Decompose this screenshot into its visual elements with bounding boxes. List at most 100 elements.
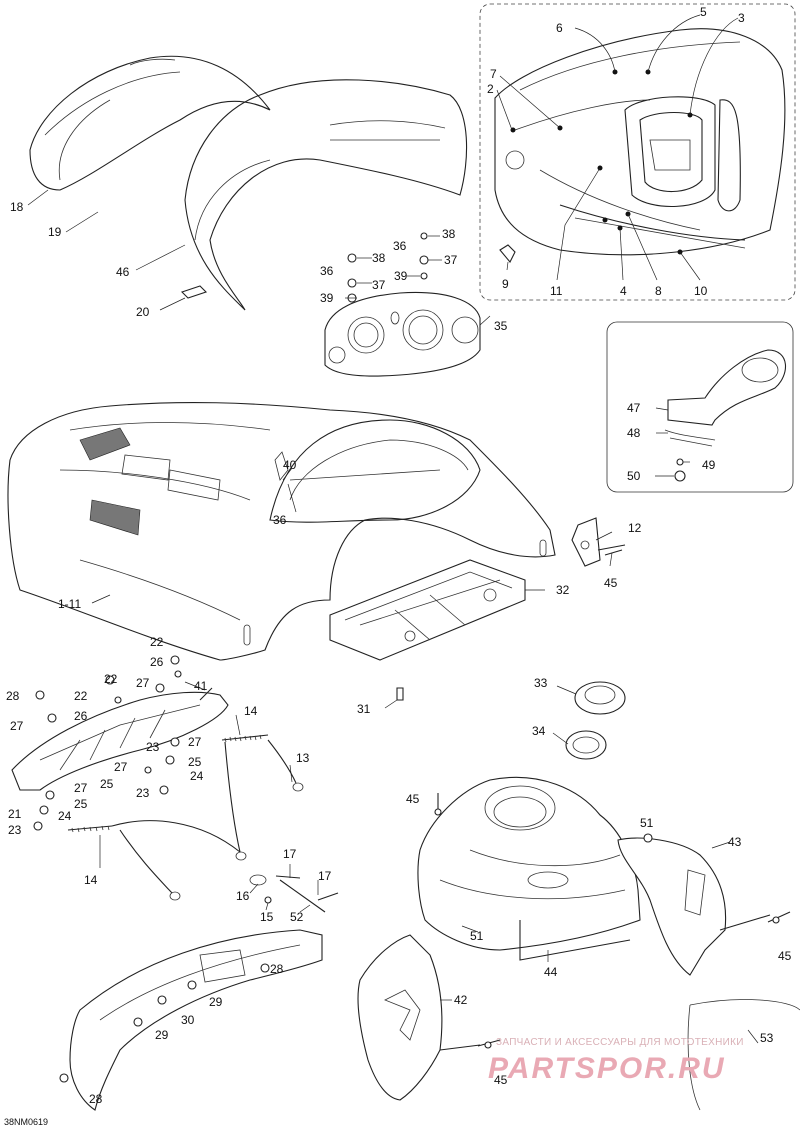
- cable-14-lower: [67, 820, 241, 901]
- callout-34: 34: [532, 724, 546, 738]
- seal-34: [565, 730, 607, 760]
- callout-15: 15: [260, 910, 274, 924]
- tray-32: [329, 559, 545, 661]
- callout-4: 4: [620, 284, 627, 298]
- callout-29-upper: 29: [209, 995, 223, 1009]
- callout-23-low: 23: [8, 823, 22, 837]
- callout-45-lower: 45: [494, 1073, 508, 1087]
- callout-5: 5: [700, 5, 707, 19]
- gauge-panel-35: [324, 291, 481, 377]
- callout-30: 30: [181, 1013, 195, 1027]
- callout-50: 50: [627, 469, 641, 483]
- callout-32: 32: [556, 583, 570, 597]
- callout-27-left: 27: [10, 719, 24, 733]
- callout-45-right: 45: [778, 949, 792, 963]
- callout-19: 19: [48, 225, 62, 239]
- cable-14-upper: [221, 734, 269, 861]
- callout-42: 42: [454, 993, 468, 1007]
- callout-1-11: 1-11: [58, 597, 82, 611]
- callout-2: 2: [487, 82, 494, 96]
- front-bracket-assembly: [11, 655, 229, 831]
- callout-7: 7: [490, 67, 497, 81]
- bracket-12: [571, 517, 626, 567]
- detail-inset-frame: [479, 3, 796, 301]
- callout-11: 11: [550, 284, 563, 298]
- callout-37-right: 37: [444, 253, 458, 267]
- callout-27-mid: 27: [114, 760, 128, 774]
- callout-27-low: 27: [74, 781, 88, 795]
- callout-36-right: 36: [393, 239, 407, 253]
- side-panel-43: [617, 833, 771, 976]
- callout-12: 12: [628, 521, 642, 535]
- callout-52: 52: [290, 910, 304, 924]
- callout-51-left: 51: [470, 929, 484, 943]
- watermark-logo: PARTSPOR.RU: [488, 1052, 726, 1085]
- leader-lines: [27, 189, 759, 1044]
- callout-33: 33: [534, 676, 548, 690]
- callout-27-right: 27: [188, 735, 202, 749]
- callout-44: 44: [544, 965, 558, 979]
- cable-13: [267, 739, 304, 792]
- callout-22-left: 22: [74, 689, 88, 703]
- diagram-code: 38NM0619: [4, 1117, 49, 1127]
- panel-46: [184, 79, 468, 311]
- callout-6: 6: [556, 21, 563, 35]
- callout-45-console: 45: [406, 792, 420, 806]
- callout-51-right: 51: [640, 816, 654, 830]
- callout-23-mid: 23: [146, 740, 160, 754]
- windshield-parts-18-19: [29, 55, 271, 191]
- callout-28-left: 28: [6, 689, 20, 703]
- callout-13: 13: [296, 751, 310, 765]
- bracket-53: [687, 999, 800, 1111]
- callout-46: 46: [116, 265, 130, 279]
- callout-3: 3: [738, 11, 745, 25]
- callout-31: 31: [357, 702, 371, 716]
- console-44: [417, 776, 641, 961]
- callout-18: 18: [10, 200, 24, 214]
- callout-25-mid: 25: [100, 777, 114, 791]
- callout-39-right: 39: [394, 269, 408, 283]
- callout-20: 20: [136, 305, 150, 319]
- callout-17-left: 17: [283, 847, 297, 861]
- callout-53: 53: [760, 1031, 774, 1045]
- detail-leader-lines: [496, 14, 739, 281]
- callout-22-top: 22: [150, 635, 164, 649]
- side-panel-42: [357, 934, 481, 1101]
- clip-20: [180, 285, 208, 299]
- vent-47-50: [664, 349, 787, 482]
- callout-25-right: 25: [188, 755, 202, 769]
- callout-40: 40: [283, 458, 297, 472]
- watermark-tagline: ЗАПЧАСТИ И АКСЕССУАРЫ ДЛЯ МОТОТЕХНИКИ: [496, 1037, 744, 1048]
- callout-38-left: 38: [372, 251, 386, 265]
- detail-panel-drawing: [494, 28, 786, 263]
- callout-17-right: 17: [318, 869, 332, 883]
- callout-24-right: 24: [190, 769, 204, 783]
- callout-9: 9: [502, 277, 509, 291]
- callout-10: 10: [694, 284, 708, 298]
- gauge-fasteners: [345, 232, 442, 303]
- callout-23-right: 23: [136, 786, 150, 800]
- callout-26-left: 26: [74, 709, 88, 723]
- callout-29-lower: 29: [155, 1028, 169, 1042]
- callout-21: 21: [8, 807, 22, 821]
- callout-24-low: 24: [58, 809, 72, 823]
- hood-1-11: [7, 401, 556, 661]
- lower-bumper: [59, 929, 323, 1111]
- callout-28-right: 28: [270, 962, 284, 976]
- callout-22-mid: 22: [104, 672, 118, 686]
- callout-36-hood: 36: [273, 513, 287, 527]
- vent-inset-frame: [606, 321, 794, 493]
- seal-33: [574, 681, 626, 715]
- callout-43: 43: [728, 835, 742, 849]
- callout-41: 41: [194, 679, 208, 693]
- callout-8: 8: [655, 284, 662, 298]
- callout-28-low: 28: [89, 1092, 103, 1106]
- callout-39-left: 39: [320, 291, 334, 305]
- callout-27-top: 27: [136, 676, 150, 690]
- callout-48: 48: [627, 426, 641, 440]
- callout-45-bracket: 45: [604, 576, 618, 590]
- callout-26-top: 26: [150, 655, 164, 669]
- callout-14-upper: 14: [244, 704, 258, 718]
